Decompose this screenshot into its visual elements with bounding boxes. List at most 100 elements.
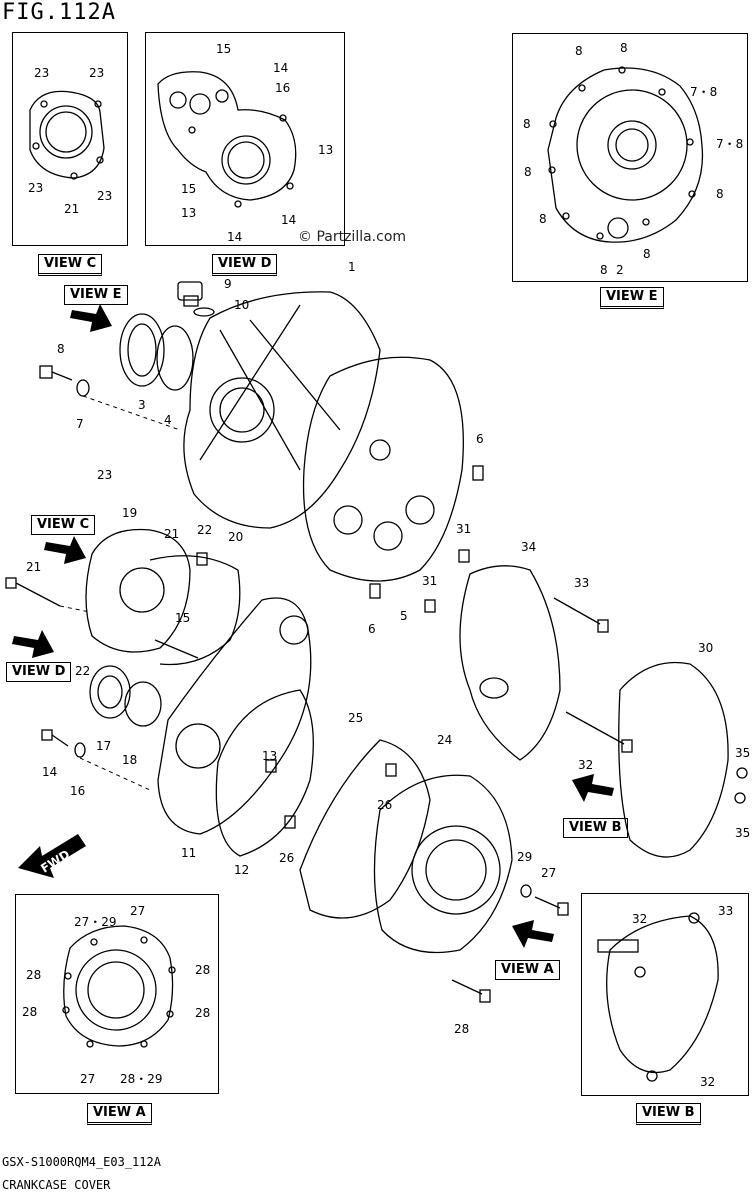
callout-a-2829: 28・29 [120,1072,163,1086]
callout-c-23b: 23 [89,66,104,80]
callout-c-21: 21 [64,202,79,216]
generator-cover-24 [373,774,513,954]
callout-22a: 22 [197,523,212,537]
bolt-8 [39,365,73,381]
view-e-pointer-label: VIEW E [64,285,128,305]
footer-diagram-name: CRANKCASE COVER [2,1178,111,1192]
callout-1: 1 [348,260,356,274]
callout-35a: 35 [735,746,750,760]
callout-7: 7 [76,417,84,431]
dowel-pin-22 [196,552,208,566]
callout-22b: 22 [75,664,90,678]
dowel-pin-6b [369,583,381,599]
o-ring-4 [156,325,194,391]
callout-numbers: 23 23 23 23 21 15 14 16 13 15 13 14 14 8… [22,41,750,1089]
view-a-label: VIEW A [87,1103,152,1125]
view-c-label: VIEW C [38,254,103,276]
callout-b-32b: 32 [700,1075,715,1089]
view-d-box [145,32,345,246]
callout-9: 9 [224,277,232,291]
callout-3: 3 [138,398,146,412]
callout-d-16: 16 [275,81,290,95]
callout-21a: 21 [26,560,41,574]
arrow-view-d [12,630,54,658]
view-b-label: VIEW B [636,1103,701,1125]
callout-a-28c: 28 [22,1005,37,1019]
gasket-20 [149,555,241,666]
callout-11: 11 [181,846,196,860]
arrow-view-e [70,304,112,332]
callout-27: 27 [541,866,556,880]
dowel-pin-31a [458,549,470,563]
callout-d-13b: 13 [181,206,196,220]
view-b-box [581,893,749,1096]
cover-30 [618,661,729,858]
callout-e-8b: 8 [620,41,628,55]
callout-34: 34 [521,540,536,554]
o-ring-18 [124,681,162,727]
washer-16 [74,742,86,758]
callout-32: 32 [578,758,593,772]
view-d-label: VIEW D [212,254,278,276]
arrow-view-a [512,920,554,948]
callout-a-27a: 27 [130,904,145,918]
callout-e-2: 2 [616,263,624,277]
callout-17: 17 [96,739,111,753]
callout-6b: 6 [368,622,376,636]
callout-31a: 31 [456,522,471,536]
callout-d-15b: 15 [181,182,196,196]
callout-e-78a: 7・8 [690,85,717,99]
dowel-pin-31b [424,599,436,613]
oil-seal-17 [89,665,131,719]
callout-14: 14 [42,765,57,779]
fwd-arrow: FWD [18,834,86,878]
callout-16: 16 [70,784,85,798]
callout-28: 28 [454,1022,469,1036]
view-arrows [12,304,614,948]
callout-d-14c: 14 [227,230,242,244]
plug-9 [177,281,203,307]
callout-20: 20 [228,530,243,544]
watermark: © Partzilla.com [298,229,407,245]
figure-title: FIG.112A [2,0,116,25]
callout-18: 18 [122,753,137,767]
callout-d-14a: 14 [273,61,288,75]
callout-a-27b: 27 [80,1072,95,1086]
view-a-pointer-label: VIEW A [495,960,560,980]
footer-diagram-code: GSX-S1000RQM4_E03_112A [2,1155,161,1169]
callout-e-8f: 8 [539,212,547,226]
callout-a-28b: 28 [195,963,210,977]
oil-seal-3 [119,313,165,387]
gasket-12 [215,689,314,857]
washer-7 [76,379,90,397]
callout-19: 19 [122,506,137,520]
callout-d-14b: 14 [281,213,296,227]
callout-e-8d: 8 [524,165,532,179]
view-b-pointer-label: VIEW B [563,818,628,838]
bolt-15 [154,639,199,659]
callout-b-33: 33 [718,904,733,918]
bolt-14 [41,729,69,747]
callout-d-13a: 13 [318,143,333,157]
cover-11 [157,597,312,835]
view-c-pointer-label: VIEW C [31,515,96,535]
bolt-33 [553,597,609,633]
callout-23: 23 [97,468,112,482]
view-a-cover-drawing [62,925,176,1048]
callout-a-28d: 28 [195,1006,210,1020]
view-e-cover-drawing [547,66,704,243]
dowel-pin-13 [265,759,277,773]
callout-31b: 31 [422,574,437,588]
view-d-cover-drawing [157,71,297,208]
bolt-32 [565,711,633,753]
o-ring-10 [193,307,215,317]
dowel-pin-26b [284,815,296,829]
callout-e-8g: 8 [600,263,608,277]
callout-e-8h: 8 [643,247,651,261]
gasket-25 [299,739,431,919]
view-d-pointer-label: VIEW D [6,662,72,682]
view-a-box [15,894,219,1094]
bolt-35b [734,792,746,804]
callout-10: 10 [234,298,249,312]
